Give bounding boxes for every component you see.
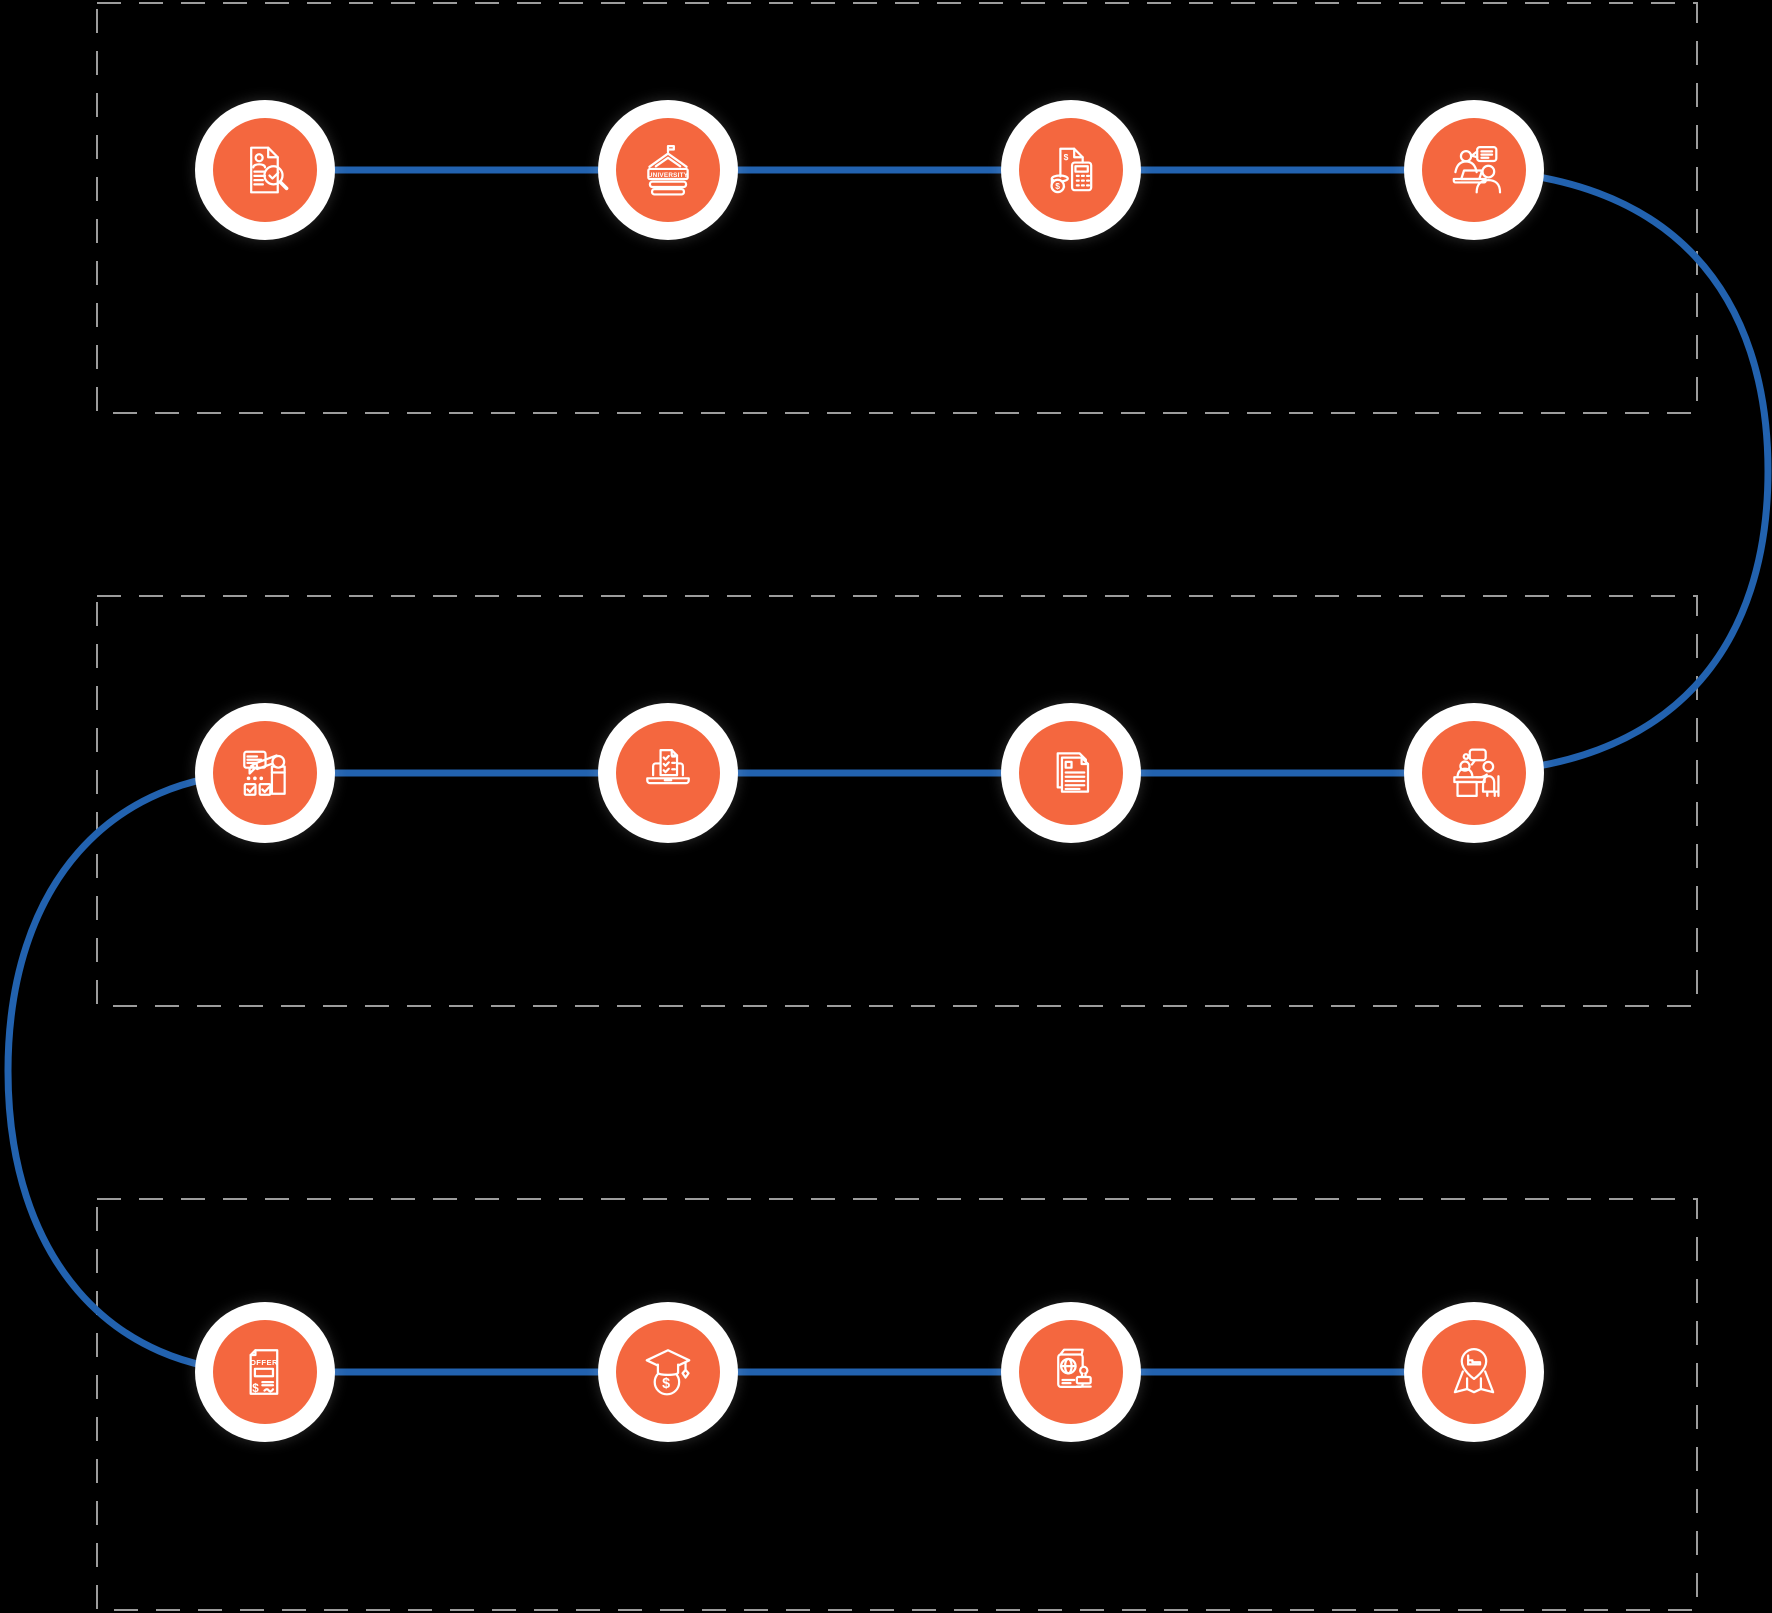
step-node: OFFER $ [195, 1302, 335, 1442]
graduation-cap-money-bag-icon: $ [645, 1349, 691, 1396]
offer-letter-icon: OFFER $ [249, 1349, 279, 1395]
university-banner-label: UNIVERSITY [648, 172, 689, 179]
laptop-checklist-document-icon [646, 749, 690, 785]
document-dollar-symbol: $ [1064, 152, 1069, 162]
map-pin-accommodation-icon [1453, 1348, 1495, 1394]
step-node: $ $ [1001, 100, 1141, 240]
step-node [195, 703, 335, 843]
exam-writing-checkboxes-icon [243, 750, 286, 796]
coin-dollar-symbol: $ [1055, 181, 1060, 191]
phase-box-1 [96, 2, 1698, 414]
scholarship-dollar-symbol: $ [662, 1376, 670, 1392]
step-node: $ [598, 1302, 738, 1442]
step-disc [616, 721, 720, 825]
phase-box-3 [96, 1198, 1698, 1611]
offer-dollar-symbol: $ [252, 1382, 259, 1395]
step-disc [1019, 1320, 1123, 1424]
university-building-icon: UNIVERSITY [647, 144, 689, 196]
step-node [1404, 100, 1544, 240]
step-disc [213, 118, 317, 222]
application-documents-icon [1056, 752, 1090, 793]
step-disc [1422, 721, 1526, 825]
counsellor-laptop-chat-icon [1452, 146, 1502, 194]
step-node [1001, 703, 1141, 843]
step-disc: $ [616, 1320, 720, 1424]
money-calculator-coins-icon: $ $ [1050, 147, 1093, 194]
step-node [1404, 703, 1544, 843]
step-disc: UNIVERSITY [616, 118, 720, 222]
step-disc: OFFER $ [213, 1320, 317, 1424]
step-disc: $ $ [1019, 118, 1123, 222]
step-disc [1422, 118, 1526, 222]
offer-letter-label: OFFER [250, 1358, 278, 1367]
step-disc [213, 721, 317, 825]
step-node: UNIVERSITY [598, 100, 738, 240]
passport-visa-stamp-icon [1057, 1348, 1092, 1388]
step-node [195, 100, 335, 240]
step-disc [1019, 721, 1123, 825]
phase-box-2 [96, 595, 1698, 1007]
step-disc [1422, 1320, 1526, 1424]
profile-document-search-icon [250, 146, 289, 194]
step-node [1001, 1302, 1141, 1442]
step-node [598, 703, 738, 843]
interview-desk-people-icon [1453, 748, 1500, 797]
step-node [1404, 1302, 1544, 1442]
